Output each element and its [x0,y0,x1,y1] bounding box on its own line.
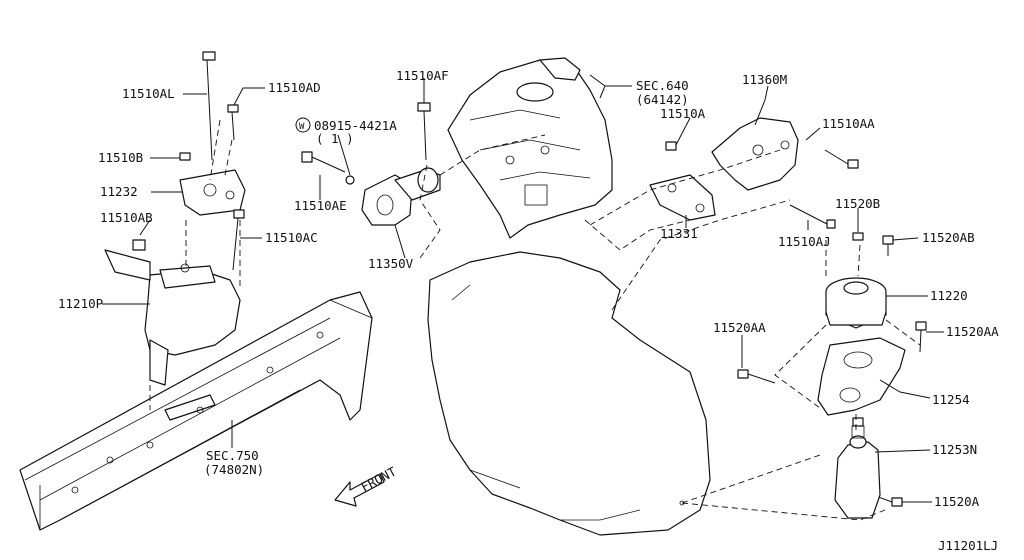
leader-lines [102,74,944,503]
label-11520aa-left: 11520AA [713,320,766,335]
front-arrow [334,473,385,507]
label-08915-mark: W [299,122,305,132]
label-11210p: 11210P [58,296,103,311]
label-11510af: 11510AF [396,68,449,83]
torque-rod-11350v [361,167,441,226]
mount-11220 [825,277,887,329]
label-11510ac: 11510AC [265,230,318,245]
label-11510al: 11510AL [122,86,175,101]
bracket-11331 [649,174,716,221]
callout-labels: 11510AL 11510AD 11510B 11232 11510AB 115… [58,68,999,553]
frame-rail [19,291,373,531]
label-sec750: SEC.750 [206,448,259,463]
label-11510aj: 11510AJ [778,234,831,249]
engine-outline [427,251,711,536]
label-11254: 11254 [932,392,970,407]
label-11510aa: 11510AA [822,116,875,131]
label-11510ad: 11510AD [268,80,321,95]
transmission [447,57,613,239]
bracket-11253n [834,425,881,519]
label-11520ab: 11520AB [922,230,975,245]
label-sec640-sub: (64142) [636,92,689,107]
label-08915: 08915-4421A [314,118,397,133]
bracket-11254 [817,337,906,416]
label-11331: 11331 [660,226,698,241]
label-08915-qty: ( 1 ) [316,131,354,146]
bolts [132,51,927,507]
bracket-11360m [711,117,799,191]
label-11510ae: 11510AE [294,198,347,213]
label-11253n: 11253N [932,442,977,457]
label-front: FRONT [358,464,399,495]
label-sec640: SEC.640 [636,78,689,93]
label-11510ab: 11510AB [100,210,153,225]
label-11510b: 11510B [98,150,143,165]
washer-mark-icon [295,117,311,133]
label-11232: 11232 [100,184,138,199]
alignment-lines [149,119,921,521]
label-11220: 11220 [930,288,968,303]
label-sec750-sub: (74802N) [204,462,264,477]
bracket-11232 [179,169,246,216]
label-11350v: 11350V [368,256,414,271]
mount-11210p [104,249,241,386]
label-11520aa-right: 11520AA [946,324,999,339]
diagram-code: J11201LJ [938,538,998,553]
label-11510a: 11510A [660,106,706,121]
label-11520b: 11520B [835,196,880,211]
label-11360m: 11360M [742,72,787,87]
label-11520a: 11520A [934,494,980,509]
